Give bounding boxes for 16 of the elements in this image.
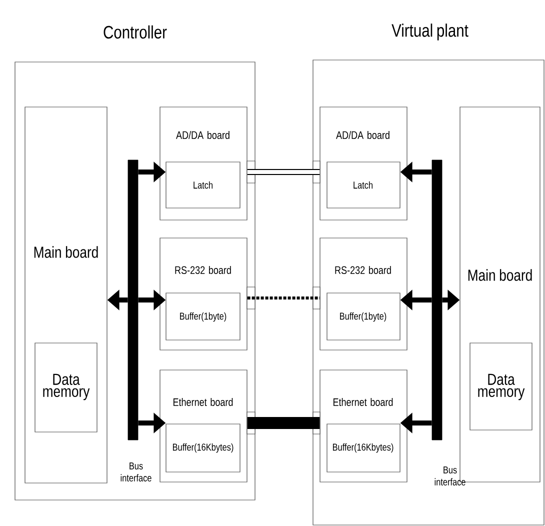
bus-label: Bus interface — [120, 462, 152, 482]
cable — [247, 417, 320, 429]
buffer-box: Latch — [166, 162, 240, 208]
buffer-box: Buffer(1byte) — [166, 292, 240, 340]
memory-box: Data memory — [34, 342, 98, 432]
buffer-box: Buffer(16Kbytes) — [326, 424, 400, 472]
memory-box: Data memory — [470, 342, 532, 430]
buffer-box: Buffer(1byte) — [326, 292, 400, 340]
bus-bar — [128, 160, 138, 440]
cable — [247, 169, 320, 175]
node-label: Controller — [104, 25, 167, 39]
buffer-box: Buffer(16Kbytes) — [166, 424, 240, 472]
bus-bar — [432, 160, 442, 440]
buffer-box: Latch — [326, 162, 400, 208]
node-label: Virtual plant — [392, 24, 468, 40]
cable — [247, 296, 320, 300]
